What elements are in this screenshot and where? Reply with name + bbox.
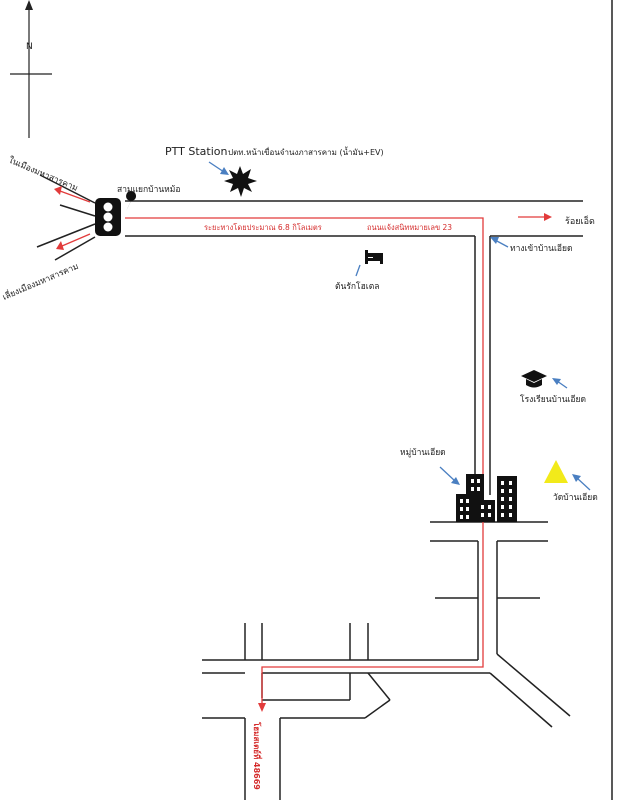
ptt-sub-label: ปตท.หน้าเขื่อนจำนงภาสารคาม (น้ำมัน+EV)	[228, 146, 384, 157]
roi-et-label: ร้อยเอ็ด	[565, 214, 595, 227]
diag-se-lower	[489, 672, 553, 728]
junction-label: สามแยกบ้านหม้อ	[117, 184, 180, 195]
traffic-light-icon	[95, 198, 121, 236]
distance-label: ระยะทางโดยประมาณ 6.8 กิโลเมตร	[204, 223, 322, 232]
entrance-label: ทางเข้าบ้านเอียด	[510, 243, 573, 254]
route-end-arrow	[258, 703, 266, 712]
graduation-cap-icon	[521, 370, 547, 388]
fuel-station-icon	[224, 166, 257, 197]
arrow-ptt	[208, 161, 225, 173]
north-arrow-icon	[10, 0, 52, 138]
buildings-icon	[456, 474, 517, 522]
village-label: หมู่บ้านเอียด	[400, 447, 446, 458]
diag-se-upper	[496, 653, 571, 717]
arrow-city	[59, 190, 91, 203]
location-pin-icon	[126, 191, 137, 211]
branch-city-lower	[59, 204, 96, 217]
road-23-label: ถนนแจ้งสนิทหมายเลข 23	[367, 223, 452, 232]
temple-label: วัดบ้านเอียด	[553, 492, 598, 503]
house-label: โฮมสเตย์ที่ 48669	[252, 721, 263, 790]
hotel-label: ต้นรักโฮเตล	[335, 281, 379, 292]
city-label: ในเมืองมหาสารคาม	[7, 155, 80, 194]
branch-bypass-lower	[54, 236, 96, 261]
stub-mid-4	[367, 672, 391, 701]
bypass-label: เลี่ยงเมืองมหาสารคาม	[0, 260, 80, 303]
north-label: N	[26, 42, 33, 52]
bottom-jog-2	[364, 699, 391, 719]
ptt-label: PTT Station	[165, 145, 228, 158]
branch-city-upper	[39, 174, 96, 204]
branch-bypass-upper	[36, 223, 96, 248]
route-line	[125, 217, 484, 705]
bed-icon	[365, 250, 383, 264]
temple-triangle-icon	[544, 460, 568, 483]
arrow-bypass	[61, 233, 91, 247]
school-label: โรงเรียนบ้านเอียด	[520, 394, 586, 405]
